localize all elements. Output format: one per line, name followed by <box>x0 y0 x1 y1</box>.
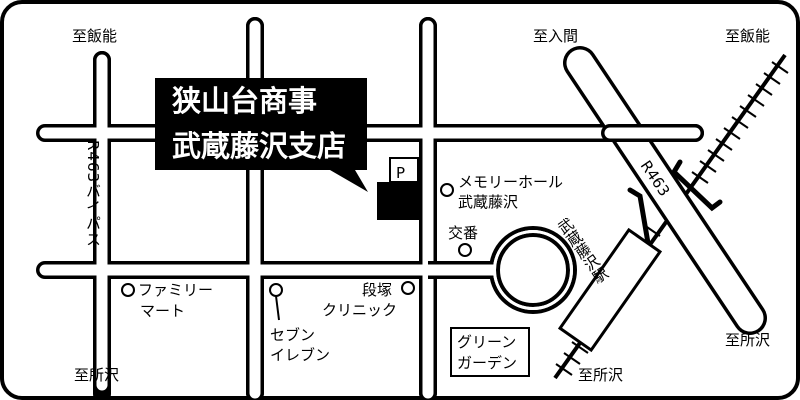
seven-eleven-label-line1: セブン <box>270 326 315 344</box>
seven-eleven-label-line2: イレブン <box>270 346 330 364</box>
direction-hanno-right: 至飯能 <box>725 27 770 45</box>
store-building[interactable] <box>377 182 419 220</box>
memorial-hall-marker <box>440 183 454 197</box>
police-box-label: 交番 <box>448 224 478 242</box>
r463-road <box>563 46 767 335</box>
parking-label: P <box>396 164 405 182</box>
bypass-road-label: R463バイパス <box>84 140 102 247</box>
memorial-hall-label-line1: メモリーホール <box>458 173 563 191</box>
direction-hanno-left: 至飯能 <box>72 27 117 45</box>
clinic-label-line2: クリニック <box>322 301 397 319</box>
seven-eleven-leader <box>275 295 280 321</box>
parking-sign <box>389 157 419 183</box>
familymart-label-line1: ファミリー <box>138 281 213 299</box>
green-garden-label-line1: グリーン <box>457 333 516 351</box>
memorial-hall-label-line2: 武蔵藤沢 <box>458 193 518 211</box>
familymart-label-line2: マート <box>140 302 185 320</box>
direction-tokorozawa-left: 至所沢 <box>74 366 119 384</box>
direction-tokorozawa-rail: 至所沢 <box>578 366 623 384</box>
direction-tokorozawa-right: 至所沢 <box>725 331 770 349</box>
station-building <box>557 227 663 353</box>
store-callout: 狭山台商事 武蔵藤沢支店 <box>155 78 368 192</box>
direction-iruma: 至入間 <box>533 27 578 45</box>
green-garden-label-line2: ガーデン <box>457 354 517 372</box>
familymart-marker <box>121 283 135 297</box>
green-garden-box <box>450 327 530 377</box>
roundabout <box>428 226 577 314</box>
store-name-line2: 武蔵藤沢支店 <box>172 129 346 163</box>
seven-eleven-marker <box>269 283 283 297</box>
store-name-line1: 狭山台商事 <box>171 84 317 118</box>
clinic-marker <box>401 281 415 295</box>
police-box-marker <box>458 243 472 257</box>
clinic-label-line1: 段塚 <box>362 281 392 299</box>
